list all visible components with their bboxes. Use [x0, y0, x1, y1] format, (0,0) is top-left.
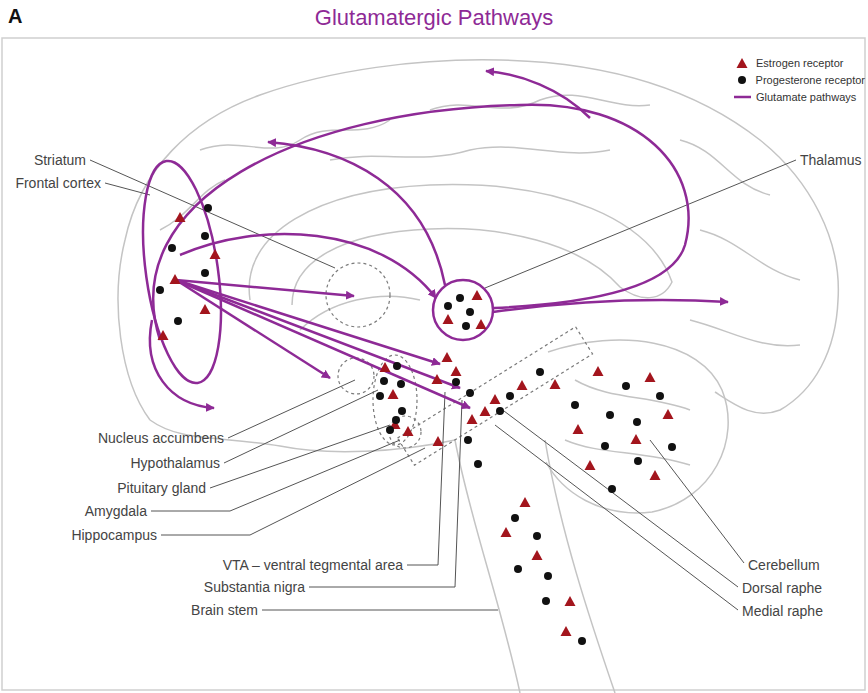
legend-text: Progesterone receptor	[756, 74, 865, 87]
region-label: Thalamus	[800, 152, 861, 168]
region-label: Nucleus accumbens	[98, 430, 224, 446]
progesterone-receptor-marker	[156, 76, 746, 645]
region-label: Hypothalamus	[131, 455, 221, 471]
diagram-title: Glutamatergic Pathways	[315, 5, 553, 30]
region-label: Frontal cortex	[15, 175, 101, 191]
glutamate-pathway	[131, 71, 728, 408]
region-label: Brain stem	[191, 602, 258, 618]
region-label: Striatum	[34, 152, 86, 168]
region-outline	[326, 263, 593, 465]
region-label: Medial raphe	[742, 603, 823, 619]
region-label: VTA – ventral tegmental area	[223, 557, 403, 573]
region-label: Pituitary gland	[117, 480, 206, 496]
region-label: Substantia nigra	[204, 579, 305, 595]
legend-line-sample	[734, 96, 751, 99]
region-label: Dorsal raphe	[742, 580, 822, 596]
region-label: Cerebellum	[748, 557, 820, 573]
panel-letter: A	[8, 5, 22, 28]
region-label: Amygdala	[85, 503, 147, 519]
brain-outline	[118, 60, 838, 693]
estrogen-receptor-marker	[158, 58, 748, 636]
region-label: Hippocampus	[71, 527, 157, 543]
legend-text: Estrogen receptor	[756, 57, 843, 70]
leader-line	[90, 160, 796, 610]
legend-text: Glutamate pathways	[756, 91, 856, 104]
panel-frame	[2, 38, 865, 690]
